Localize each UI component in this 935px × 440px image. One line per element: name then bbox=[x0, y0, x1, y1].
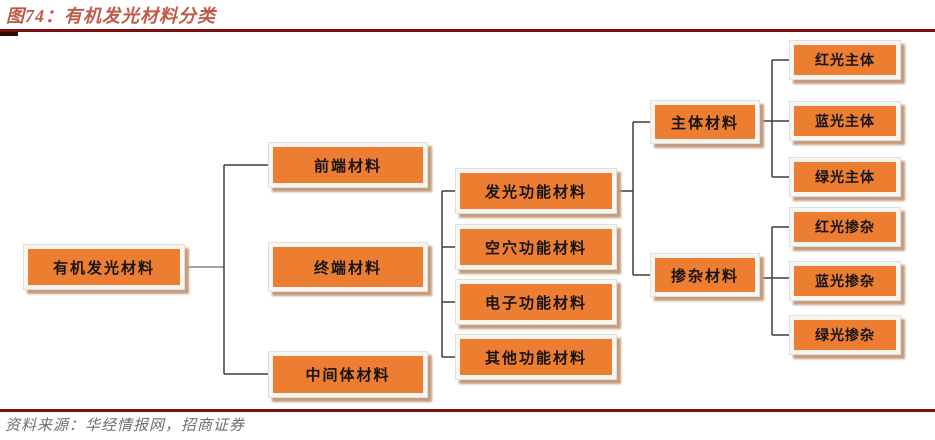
connector-bracket-dopant bbox=[760, 226, 789, 336]
node-green-host-label: 绿光主体 bbox=[794, 162, 896, 192]
node-dopant-materials: 掺杂材料 bbox=[650, 253, 760, 297]
node-root-label: 有机发光材料 bbox=[28, 249, 180, 285]
node-intermediate-materials-label: 中间体材料 bbox=[273, 356, 423, 393]
node-blue-dopant-label: 蓝光掺杂 bbox=[794, 266, 896, 296]
node-red-host: 红光主体 bbox=[789, 40, 901, 80]
node-electron-functional: 电子功能材料 bbox=[455, 279, 617, 325]
connector-bracket-level3 bbox=[441, 190, 455, 358]
node-red-dopant-label: 红光掺杂 bbox=[794, 212, 896, 242]
connector-bracket-level4 bbox=[617, 121, 650, 276]
top-rule-tab bbox=[0, 32, 18, 36]
figure-title: 图74：有机发光材料分类 bbox=[6, 6, 216, 26]
top-rule bbox=[0, 29, 935, 32]
bottom-rule bbox=[0, 409, 935, 412]
node-hole-functional: 空穴功能材料 bbox=[455, 224, 617, 270]
node-other-functional: 其他功能材料 bbox=[455, 334, 617, 380]
node-host-materials-label: 主体材料 bbox=[655, 105, 755, 139]
node-terminal-materials: 终端材料 bbox=[268, 242, 428, 292]
node-intermediate-materials: 中间体材料 bbox=[268, 351, 428, 398]
node-green-dopant: 绿光掺杂 bbox=[789, 315, 901, 355]
node-emitting-functional-label: 发光功能材料 bbox=[460, 173, 612, 209]
node-frontend-materials-label: 前端材料 bbox=[273, 147, 423, 183]
source-note: 资料来源：华经情报网，招商证券 bbox=[5, 418, 246, 434]
node-frontend-materials: 前端材料 bbox=[268, 142, 428, 188]
node-blue-host-label: 蓝光主体 bbox=[794, 106, 896, 136]
node-blue-host: 蓝光主体 bbox=[789, 101, 901, 141]
node-electron-functional-label: 电子功能材料 bbox=[460, 284, 612, 320]
node-host-materials: 主体材料 bbox=[650, 100, 760, 144]
connector-bracket-level2 bbox=[223, 164, 268, 375]
node-blue-dopant: 蓝光掺杂 bbox=[789, 261, 901, 301]
node-red-dopant: 红光掺杂 bbox=[789, 207, 901, 247]
node-hole-functional-label: 空穴功能材料 bbox=[460, 229, 612, 265]
node-green-host: 绿光主体 bbox=[789, 157, 901, 197]
node-red-host-label: 红光主体 bbox=[794, 45, 896, 75]
node-terminal-materials-label: 终端材料 bbox=[273, 247, 423, 287]
node-green-dopant-label: 绿光掺杂 bbox=[794, 320, 896, 350]
node-root: 有机发光材料 bbox=[23, 244, 185, 290]
node-dopant-materials-label: 掺杂材料 bbox=[655, 258, 755, 292]
node-other-functional-label: 其他功能材料 bbox=[460, 339, 612, 375]
connector-bracket-host bbox=[760, 59, 789, 178]
node-emitting-functional: 发光功能材料 bbox=[455, 168, 617, 214]
